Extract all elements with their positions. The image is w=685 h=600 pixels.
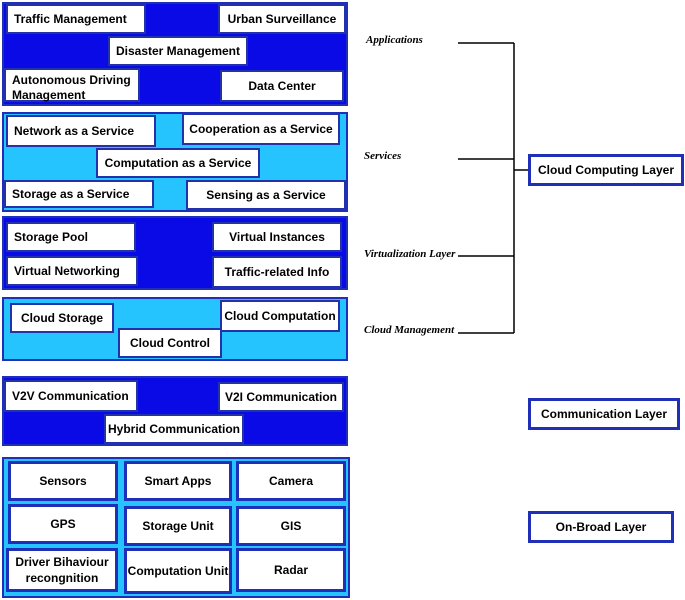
svc-storage: Storage as a Service (4, 180, 154, 208)
app-urban-surveillance: Urban Surveillance (218, 4, 346, 34)
label-services: Services (364, 150, 402, 162)
ob-gis: GIS (236, 506, 346, 546)
layer-cloud-computing: Cloud Computing Layer (528, 154, 684, 186)
virt-storage-pool: Storage Pool (6, 222, 136, 252)
ob-computation-unit: Computation Unit (124, 548, 232, 594)
ob-camera: Camera (236, 461, 346, 501)
label-cloud-management: Cloud Management (364, 324, 455, 336)
cm-cloud-control: Cloud Control (118, 328, 222, 358)
svc-cooperation: Cooperation as a Service (182, 113, 340, 145)
ob-smart-apps: Smart Apps (124, 461, 232, 501)
ob-sensors: Sensors (8, 461, 118, 501)
cm-cloud-storage: Cloud Storage (10, 303, 114, 333)
comm-v2i: V2I Communication (218, 382, 344, 412)
svc-network: Network as a Service (6, 115, 156, 147)
comm-hybrid: Hybrid Communication (104, 414, 244, 444)
comm-v2v: V2V Communication (4, 380, 138, 412)
layer-communication: Communication Layer (528, 398, 680, 430)
ob-radar: Radar (236, 548, 346, 592)
ob-driver-behaviour: Driver Bihaviour recongnition (6, 548, 118, 592)
virt-virtual-instances: Virtual Instances (212, 222, 342, 252)
ob-gps: GPS (8, 504, 118, 544)
virt-traffic-info: Traffic-related Info (212, 256, 342, 288)
svc-sensing: Sensing as a Service (186, 180, 346, 210)
cm-cloud-computation: Cloud Computation (220, 300, 340, 332)
label-applications: Applications (366, 34, 423, 46)
virt-virtual-networking: Virtual Networking (6, 256, 138, 286)
layer-onboard: On-Broad Layer (528, 511, 674, 543)
app-autonomous-driving: Autonomous Driving Management (4, 68, 140, 102)
app-disaster-management: Disaster Management (108, 36, 248, 66)
ob-storage-unit: Storage Unit (124, 506, 232, 546)
label-virtualization: Virtualization Layer (364, 248, 456, 260)
svc-computation: Computation as a Service (96, 148, 260, 178)
app-data-center: Data Center (220, 70, 344, 102)
app-traffic-management: Traffic Management (6, 4, 146, 34)
